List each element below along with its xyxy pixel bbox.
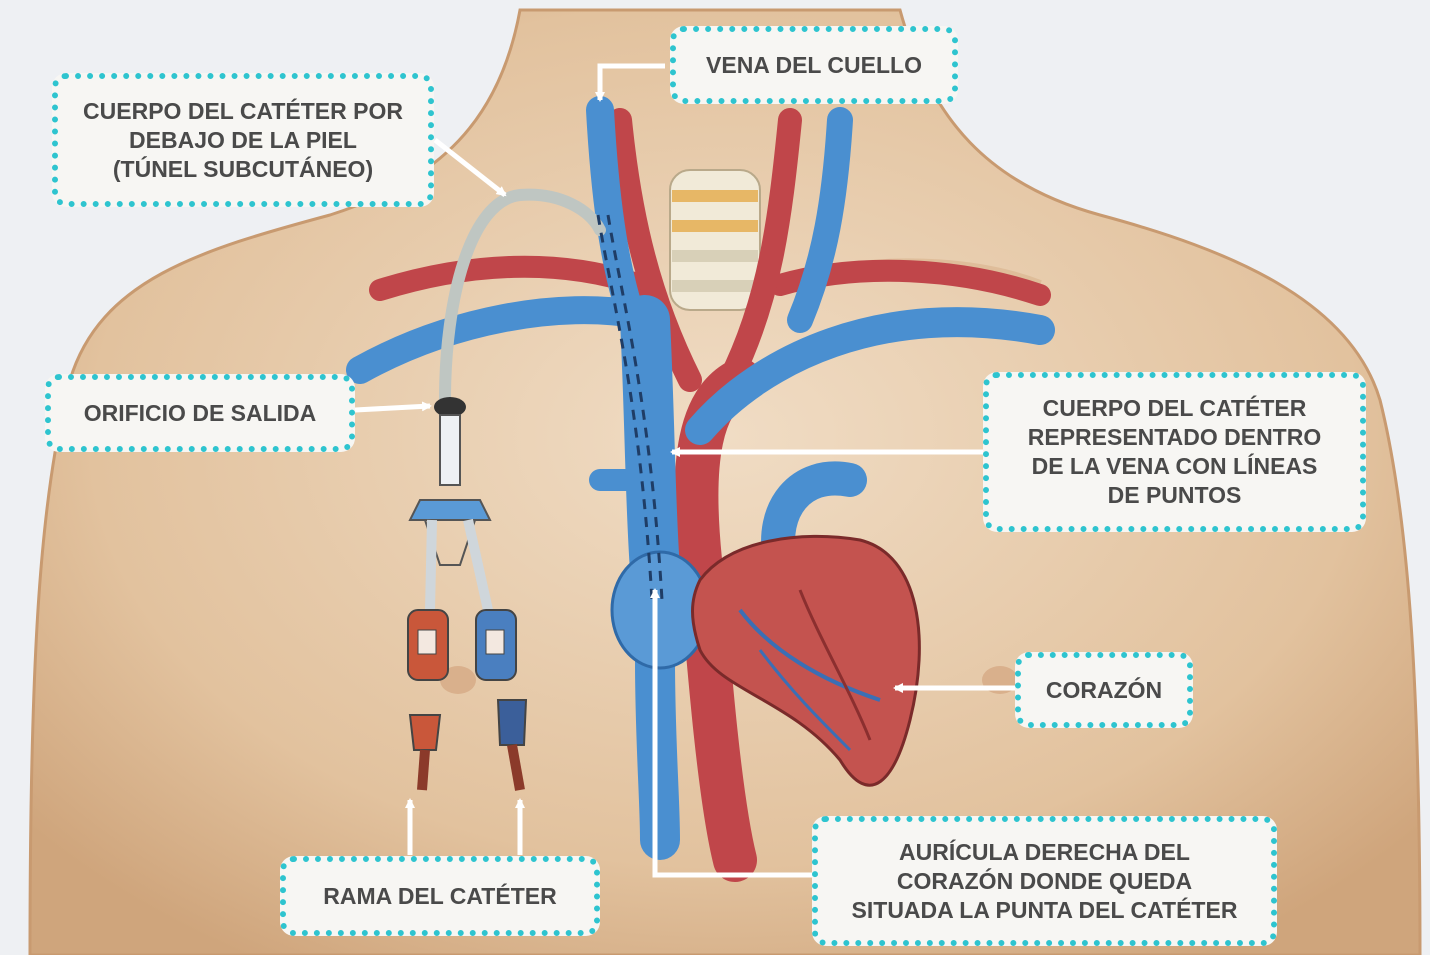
trachea	[670, 170, 760, 310]
label-right-atrium: AURÍCULA DERECHA DEL CORAZÓN DONDE QUEDA…	[812, 816, 1277, 946]
label-catheter-in-vein: CUERPO DEL CATÉTER REPRESENTADO DENTRO D…	[983, 372, 1366, 532]
label-exit-site: ORIFICIO DE SALIDA	[45, 374, 355, 452]
vena-cava	[645, 320, 655, 570]
catheter-stem	[440, 415, 460, 485]
label-catheter-in-vein-text: CUERPO DEL CATÉTER REPRESENTADO DENTRO D…	[1028, 394, 1322, 510]
label-catheter-under-skin-text: CUERPO DEL CATÉTER POR DEBAJO DE LA PIEL…	[83, 97, 403, 184]
label-neck-vein-text: VENA DEL CUELLO	[706, 51, 922, 80]
label-right-atrium-text: AURÍCULA DERECHA DEL CORAZÓN DONDE QUEDA…	[852, 838, 1238, 925]
label-catheter-under-skin: CUERPO DEL CATÉTER POR DEBAJO DE LA PIEL…	[52, 73, 434, 207]
label-neck-vein: VENA DEL CUELLO	[670, 26, 958, 104]
label-heart-text: CORAZÓN	[1046, 676, 1162, 705]
label-exit-site-text: ORIFICIO DE SALIDA	[84, 399, 317, 428]
label-catheter-branch-text: RAMA DEL CATÉTER	[323, 882, 556, 911]
label-catheter-branch: RAMA DEL CATÉTER	[280, 856, 600, 936]
catheter-bifurcation	[410, 500, 490, 520]
label-heart: CORAZÓN	[1015, 652, 1193, 728]
